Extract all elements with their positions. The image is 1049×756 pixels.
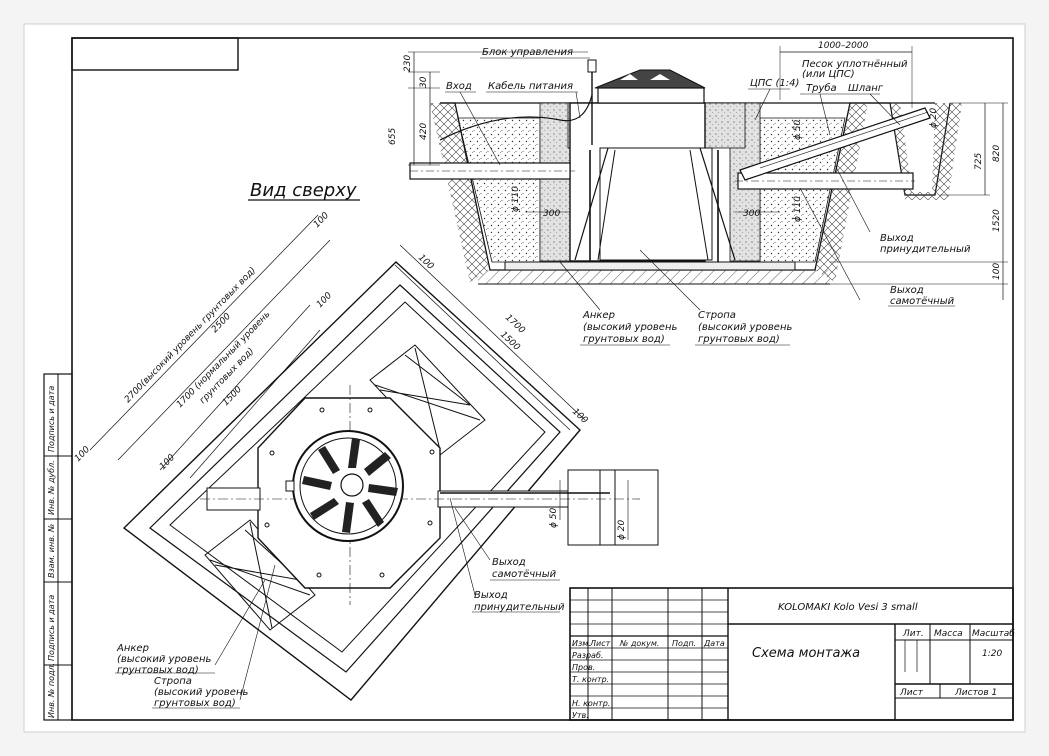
dim-655: 655 — [388, 128, 398, 145]
label-sling-3: грунтовых вод) — [698, 334, 780, 345]
tb-scale: 1:20 — [982, 649, 1002, 659]
section-view: 230 30 655 420 1000–2000 725 820 1520 10… — [388, 41, 1008, 346]
tb-role-check: Пров. — [572, 663, 595, 672]
label-sand: Песок уплотнённый — [802, 59, 908, 70]
tb-scale-label: Масштаб — [972, 629, 1015, 639]
tb-product: KOLOMAKI Kolo Vesi 3 small — [778, 602, 918, 613]
plan-dia-20: ϕ 20 — [617, 519, 627, 540]
stamp-dup-inv: Инв. № дубл. — [47, 460, 56, 515]
label-or-cps: (или ЦПС) — [802, 69, 855, 80]
plan-view: 2700(высокий уровень грунтовых вод) 2500… — [73, 211, 659, 709]
dia-20: ϕ 20 — [929, 107, 939, 128]
label-anchor-3: грунтовых вод) — [583, 334, 665, 345]
plan-anchor-3: грунтовых вод) — [117, 665, 199, 676]
title-block — [569, 587, 1014, 721]
dim-300-right: 300 — [743, 209, 760, 219]
title-block-text: Изм. Лист № докум. Подп. Дата Разраб. Пр… — [572, 602, 1015, 720]
label-outlet-gravity-2: самотёчный — [890, 296, 955, 307]
plan-sling-1: Стропа — [154, 676, 192, 687]
dim-300-left: 300 — [543, 209, 560, 219]
label-sling-2: (высокий уровень — [698, 322, 792, 333]
plan-outlet-forced-2: принудительный — [474, 602, 565, 613]
stamp-sign-date-1: Подпись и дата — [47, 386, 56, 452]
label-pipe: Труба — [806, 82, 837, 94]
plan-sling-2: (высокий уровень — [154, 687, 248, 698]
dia-110-right: ϕ 110 — [793, 196, 803, 222]
dia-50: ϕ 50 — [793, 119, 803, 140]
label-sling-1: Стропа — [698, 310, 736, 321]
tb-header-doc: № докум. — [619, 639, 659, 648]
dim-100: 100 — [992, 263, 1002, 280]
tb-header-date: Дата — [703, 639, 725, 648]
plan-anchor-2: (высокий уровень — [117, 654, 211, 665]
dia-110-left: ϕ 110 — [511, 186, 521, 212]
dim-725: 725 — [974, 153, 984, 170]
tb-sheet: Лист — [899, 688, 924, 698]
tb-mass: Масса — [934, 629, 963, 639]
side-stamp: Подпись и дата Инв. № дубл. Взам. инв. №… — [43, 373, 73, 721]
top-corner-box — [71, 37, 239, 71]
plan-sling-3: грунтовых вод) — [154, 698, 236, 709]
label-cps: ЦПС (1:4) — [750, 78, 799, 89]
dim-820: 820 — [992, 145, 1002, 162]
tb-doc-title: Схема монтажа — [752, 646, 860, 661]
plan-outlet-gravity-2: самотёчный — [492, 569, 557, 580]
tb-role-tcontrol: Т. контр. — [572, 675, 609, 684]
tb-lit: Лит. — [902, 629, 924, 639]
tb-role-ncontrol: Н. контр. — [572, 699, 610, 708]
label-control-unit: Блок управления — [482, 47, 573, 58]
tb-sheets: Листов 1 — [954, 688, 997, 698]
dim-30: 30 — [419, 76, 429, 88]
plan-outlet-forced-1: Выход — [474, 590, 508, 601]
tb-header-izm: Изм. — [572, 639, 591, 648]
label-power-cable: Кабель питания — [488, 80, 573, 92]
tb-header-sign: Подп. — [672, 639, 696, 648]
dim-1000-2000: 1000–2000 — [818, 41, 869, 51]
dim-230: 230 — [403, 55, 413, 72]
plan-outlet-gravity-1: Выход — [492, 557, 526, 568]
stamp-replace-inv: Взам. инв. № — [47, 524, 56, 578]
plan-dia-50: ϕ 50 — [549, 507, 559, 528]
label-inlet: Вход — [446, 81, 472, 92]
tb-role-dev: Разраб. — [572, 651, 603, 660]
label-outlet-forced-2: принудительный — [880, 244, 971, 255]
stamp-orig-inv: Инв. № подл. — [47, 663, 56, 718]
label-outlet-gravity-1: Выход — [890, 285, 924, 296]
dim-420: 420 — [419, 123, 429, 140]
label-anchor-2: (высокий уровень — [583, 322, 677, 333]
label-anchor-1: Анкер — [582, 310, 615, 321]
plan-anchor-1: Анкер — [116, 643, 149, 654]
dim-1520: 1520 — [992, 209, 1002, 232]
stamp-sign-date-2: Подпись и дата — [47, 595, 56, 661]
tb-role-approve: Утв. — [572, 711, 589, 720]
label-outlet-forced-1: Выход — [880, 233, 914, 244]
view-title: Вид сверху — [250, 180, 357, 201]
label-hose: Шланг — [848, 83, 884, 94]
tb-header-list: Лист — [589, 639, 611, 648]
